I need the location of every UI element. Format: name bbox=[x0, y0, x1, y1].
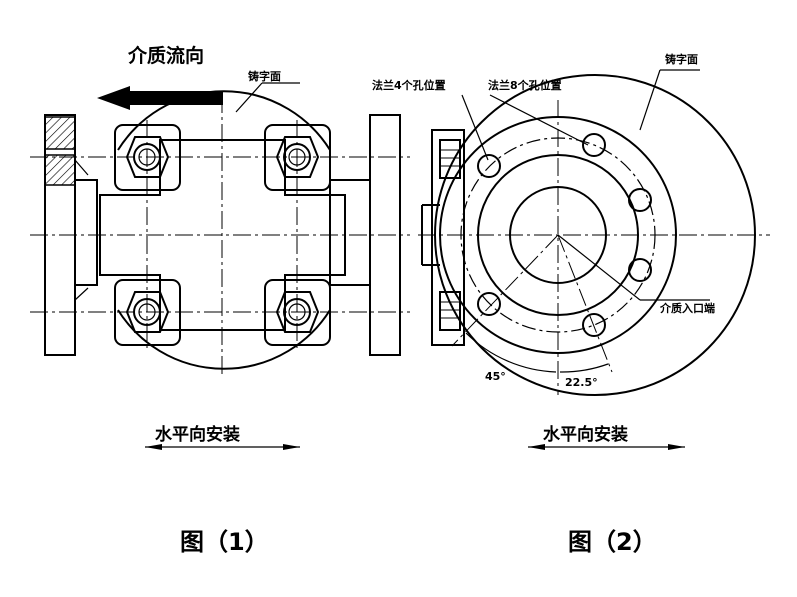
install-label-2: 水平向安装 bbox=[543, 424, 628, 445]
caption-2: 图（2） bbox=[568, 528, 657, 556]
figure-1: 介质流向 铸字面 bbox=[30, 44, 410, 556]
cast-face-label: 铸字面 bbox=[248, 69, 281, 83]
bolt-holes bbox=[477, 133, 652, 337]
left-neck bbox=[74, 179, 98, 286]
flow-arrow-icon bbox=[97, 86, 223, 110]
inlet-end-label: 介质入口端 bbox=[659, 301, 715, 315]
angle-arc-45 bbox=[465, 332, 557, 373]
body-outline-bottom bbox=[117, 309, 331, 370]
body-outline-top bbox=[117, 90, 331, 151]
side-flange-stub bbox=[431, 129, 465, 346]
cast-face-leader bbox=[235, 82, 263, 113]
figure-2: 法兰4个孔位置 法兰8个孔位置 铸字面 bbox=[372, 52, 770, 556]
caption-1: 图（1） bbox=[180, 528, 269, 556]
flange-section-hatch bbox=[44, 116, 76, 150]
install-label-1: 水平向安装 bbox=[155, 424, 240, 445]
angle-45-label: 45° bbox=[485, 370, 506, 383]
flow-direction-label: 介质流向 bbox=[127, 44, 204, 67]
flange-8-holes-label: 法兰8个孔位置 bbox=[488, 78, 562, 92]
cast-face-label-2: 铸字面 bbox=[665, 52, 698, 66]
angle-22-label: 22.5° bbox=[565, 376, 598, 389]
angle-arc-22 bbox=[559, 363, 609, 373]
flange-4-holes-label: 法兰4个孔位置 bbox=[372, 78, 446, 92]
